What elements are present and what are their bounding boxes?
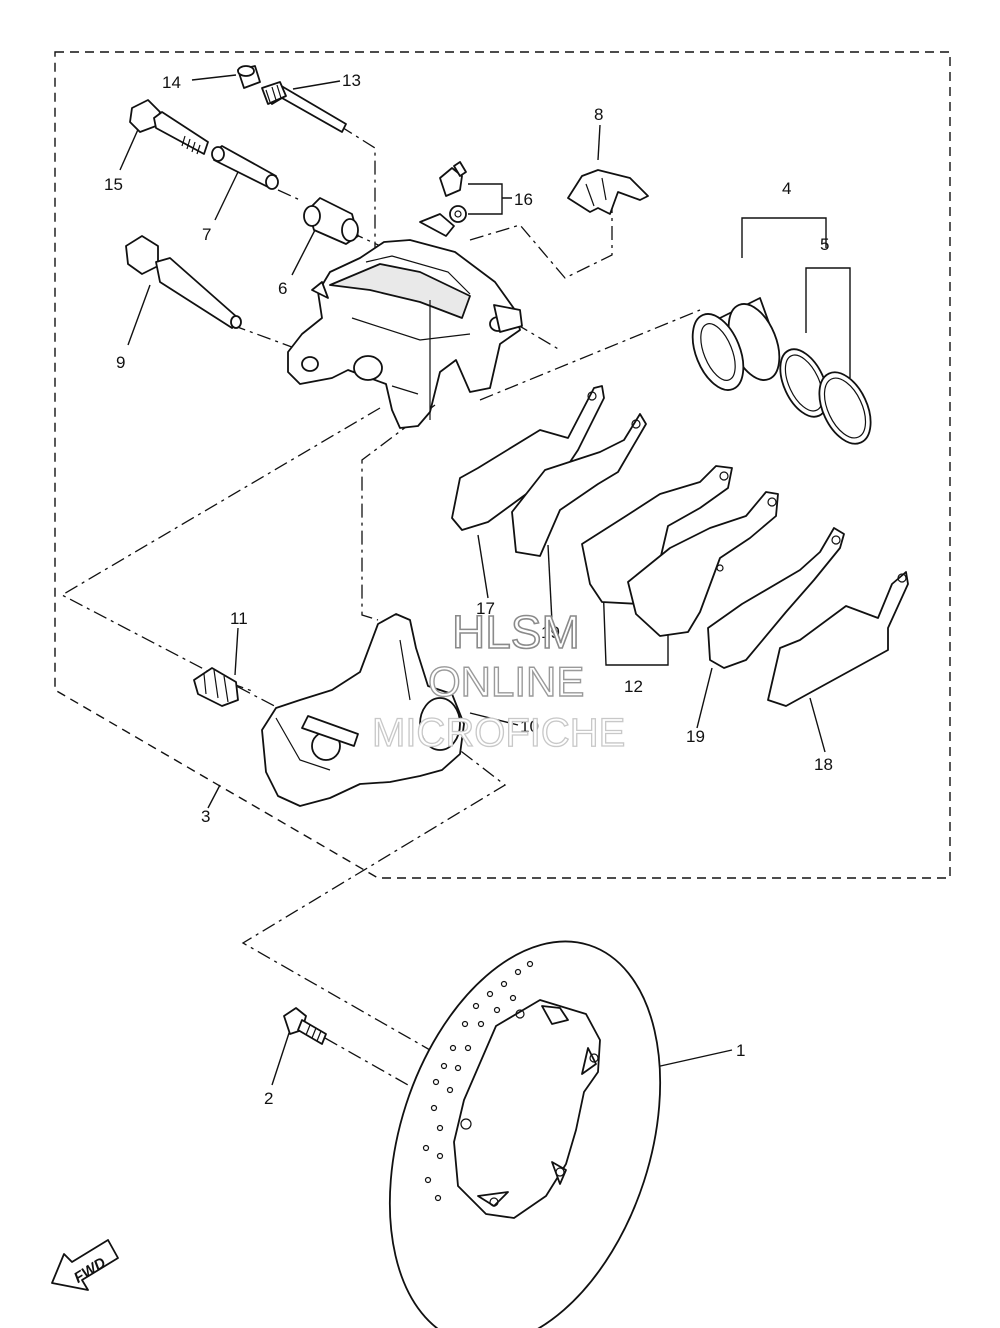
callout-3: 3 — [201, 807, 210, 826]
caliper-body-part — [287, 239, 523, 429]
watermark-line-3: MICROFICHE — [372, 711, 625, 755]
brake-disc-part — [388, 940, 662, 1328]
watermark-line-1: HLSM — [452, 606, 580, 658]
callout-12: 12 — [624, 677, 643, 696]
bleed-screw-part — [419, 161, 467, 237]
callout-17: 17 — [476, 599, 495, 618]
fwd-direction-badge: FWD — [51, 1239, 119, 1291]
callout-8: 8 — [594, 105, 603, 124]
pin-boot-part — [193, 667, 239, 707]
caliper-bolt-lower-part — [125, 235, 242, 329]
callout-13: 13 — [342, 71, 361, 90]
callout-18: 18 — [814, 755, 833, 774]
disc-vent-holes — [422, 960, 534, 1202]
callout-1: 1 — [736, 1041, 745, 1060]
disc-bolt-part — [283, 1007, 327, 1045]
watermark: HLSM ONLINE MICROFICHE — [371, 605, 626, 755]
piston-part — [691, 297, 781, 391]
watermark-line-2: ONLINE — [428, 658, 584, 705]
pad-shim-outer-part — [767, 571, 909, 707]
caliper-bracket-part — [261, 613, 465, 807]
callout-15: 15 — [104, 175, 123, 194]
pad-shim-inner-part — [451, 385, 605, 531]
callout-5: 5 — [820, 235, 829, 254]
callout-16: 16 — [514, 190, 533, 209]
callout-19-inner: 19 — [541, 623, 560, 642]
callout-19-outer: 19 — [686, 727, 705, 746]
callout-14: 14 — [162, 73, 181, 92]
callout-9: 9 — [116, 353, 125, 372]
slide-pin-part — [211, 145, 279, 190]
dust-seal-part — [818, 371, 872, 445]
pad-spring-part — [567, 169, 649, 215]
slide-pin-boot-part — [261, 81, 347, 133]
callout-7: 7 — [202, 225, 211, 244]
boot-cap-part — [237, 65, 261, 89]
brake-pad-outer-part — [707, 527, 845, 669]
callout-labels: 1 2 3 4 5 6 7 8 9 10 11 12 13 14 15 16 1… — [104, 71, 833, 1108]
callout-4: 4 — [782, 179, 791, 198]
callout-10: 10 — [520, 717, 539, 736]
caliper-bolt-upper-part — [129, 99, 209, 155]
alignment-lines — [60, 125, 701, 1121]
brake-pad-set-part — [581, 465, 779, 637]
callout-2: 2 — [264, 1089, 273, 1108]
bushing-part — [303, 197, 359, 245]
callout-6: 6 — [278, 279, 287, 298]
piston-seal-part — [779, 348, 829, 418]
callout-11: 11 — [230, 609, 248, 628]
leader-lines — [119, 74, 851, 1086]
brake-pad-inner-part — [511, 413, 647, 557]
